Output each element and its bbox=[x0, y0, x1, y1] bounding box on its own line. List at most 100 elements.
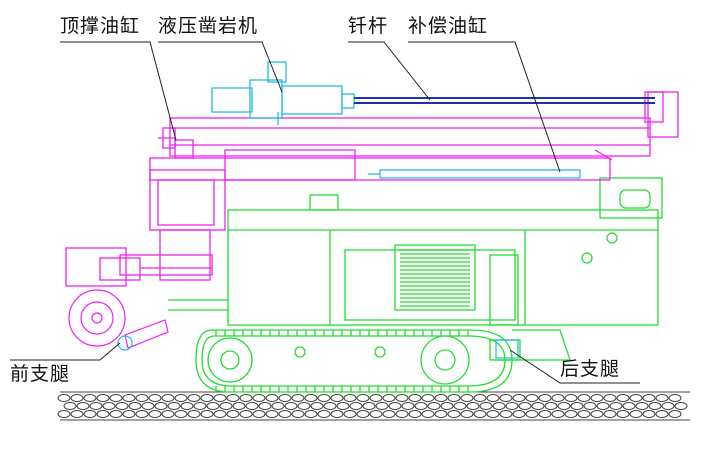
gravel-stone bbox=[219, 402, 233, 410]
gravel-stone bbox=[375, 402, 389, 410]
gravel-stone bbox=[486, 410, 500, 418]
label-top-support-cylinder: 顶撑油缸 bbox=[60, 15, 141, 37]
gravel-stone bbox=[518, 402, 532, 410]
gravel-stone bbox=[161, 410, 175, 418]
gravel-stone bbox=[538, 394, 552, 402]
gravel-stone bbox=[616, 410, 630, 418]
gravel-stone bbox=[278, 410, 292, 418]
gravel-stone bbox=[551, 410, 565, 418]
gravel-stone bbox=[96, 394, 110, 402]
gravel-stone bbox=[512, 410, 526, 418]
gravel-stone bbox=[57, 394, 71, 402]
gravel-stone bbox=[635, 402, 649, 410]
gravel-stone bbox=[655, 394, 669, 402]
gravel-stone bbox=[317, 410, 331, 418]
gravel-stone bbox=[304, 394, 318, 402]
gravel-stone bbox=[531, 402, 545, 410]
gravel-stone bbox=[271, 402, 285, 410]
gravel-stone bbox=[538, 410, 552, 418]
gravel-stone bbox=[83, 410, 97, 418]
leader-lines bbox=[10, 41, 640, 384]
gravel-stone bbox=[382, 394, 396, 402]
gravel-stone bbox=[440, 402, 454, 410]
label-rear-support-leg: 后支腿 bbox=[560, 358, 621, 380]
gravel-stone bbox=[642, 394, 656, 402]
gravel-stone bbox=[499, 410, 513, 418]
gravel-stone bbox=[122, 410, 136, 418]
gravel-stone bbox=[609, 402, 623, 410]
gravel-stone bbox=[466, 402, 480, 410]
gravel-stone bbox=[551, 394, 565, 402]
gravel-stone bbox=[239, 410, 253, 418]
gravel-stone bbox=[356, 410, 370, 418]
gravel-stone bbox=[421, 394, 435, 402]
gravel-stone bbox=[479, 402, 493, 410]
gravel-stone bbox=[187, 394, 201, 402]
gravel-stone bbox=[629, 410, 643, 418]
gravel-stone bbox=[323, 402, 337, 410]
gravel-stone bbox=[115, 402, 129, 410]
gravel-stone bbox=[460, 410, 474, 418]
gravel-stone bbox=[544, 402, 558, 410]
gravel-stone bbox=[408, 410, 422, 418]
gravel-stone bbox=[297, 402, 311, 410]
gravel-stone bbox=[265, 410, 279, 418]
gravel-stone bbox=[512, 394, 526, 402]
gravel-stone bbox=[622, 402, 636, 410]
gravel-stone bbox=[583, 402, 597, 410]
gravel-stone bbox=[349, 402, 363, 410]
gravel-stone bbox=[141, 402, 155, 410]
gravel-stone bbox=[661, 402, 675, 410]
gravel-stone bbox=[642, 410, 656, 418]
gravel-stone bbox=[232, 402, 246, 410]
gravel-stone bbox=[525, 394, 539, 402]
gravel-stone bbox=[564, 410, 578, 418]
gravel-stone bbox=[557, 402, 571, 410]
gravel-stone bbox=[226, 410, 240, 418]
gravel-stone bbox=[401, 402, 415, 410]
gravel-stone bbox=[109, 394, 123, 402]
gravel-stone bbox=[135, 410, 149, 418]
gravel-stone bbox=[388, 402, 402, 410]
gravel-stone bbox=[414, 402, 428, 410]
rock-drill bbox=[211, 61, 581, 179]
gravel-stone bbox=[109, 410, 123, 418]
gravel-stone bbox=[395, 410, 409, 418]
gravel-stone bbox=[408, 394, 422, 402]
gravel-stone bbox=[174, 410, 188, 418]
gravel-stone bbox=[128, 402, 142, 410]
gravel-stone bbox=[395, 394, 409, 402]
gravel-stone bbox=[655, 410, 669, 418]
gravel-stone bbox=[356, 394, 370, 402]
gravel-stone bbox=[570, 402, 584, 410]
gravel-stone bbox=[174, 394, 188, 402]
gravel-stone bbox=[505, 402, 519, 410]
gravel-stone bbox=[57, 410, 71, 418]
gravel-stone bbox=[245, 402, 259, 410]
gravel-stone bbox=[96, 410, 110, 418]
gravel-stone bbox=[278, 394, 292, 402]
gravel-stone bbox=[180, 402, 194, 410]
gravel-stone bbox=[148, 394, 162, 402]
gravel-stone bbox=[434, 394, 448, 402]
gravel-stone bbox=[369, 394, 383, 402]
gravel-stone bbox=[577, 410, 591, 418]
label-hydraulic-rock-drill: 液压凿岩机 bbox=[158, 15, 259, 37]
gravel-stone bbox=[200, 394, 214, 402]
gravel-stone bbox=[525, 410, 539, 418]
gravel-stone bbox=[453, 402, 467, 410]
gravel-stone bbox=[336, 402, 350, 410]
gravel-stone bbox=[193, 402, 207, 410]
gravel-stone bbox=[154, 402, 168, 410]
label-drill-rod: 钎杆 bbox=[348, 15, 389, 37]
gravel-stone bbox=[284, 402, 298, 410]
gravel-stone bbox=[206, 402, 220, 410]
label-compensation-cylinder: 补偿油缸 bbox=[408, 15, 489, 37]
gravel-stone bbox=[213, 394, 227, 402]
gravel-stone bbox=[89, 402, 103, 410]
gravel-stone bbox=[499, 394, 513, 402]
gravel-stone bbox=[674, 402, 688, 410]
drill-rod bbox=[354, 97, 655, 104]
